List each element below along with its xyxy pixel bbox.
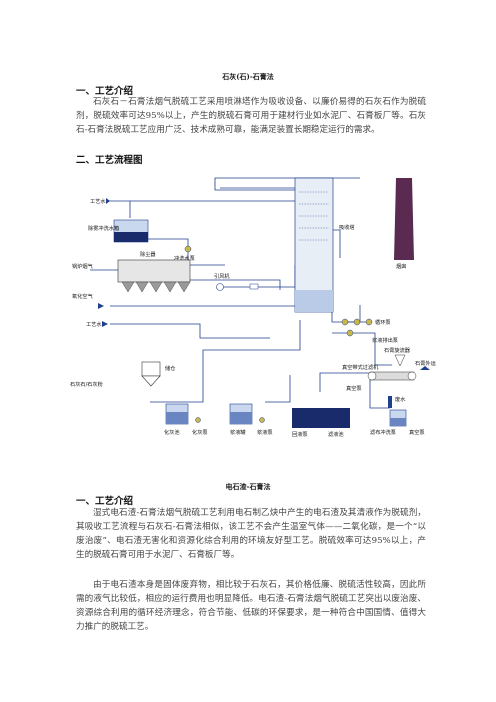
label-flush-pump: 冲洗水泵 (174, 254, 195, 262)
section1-intro-heading: 一、工艺介绍 (76, 86, 134, 97)
label-absorber: 吸收塔 (339, 223, 355, 231)
label-boiler-flue-gas: 锅炉烟气 (72, 262, 93, 270)
section2-paragraph-2: 由于电石渣本身是固体废弃物，相比较于石灰石，其价格低廉、脱硫活性较高，因此所需的… (76, 580, 426, 632)
label-dust-collector: 除尘器 (140, 250, 156, 258)
label-demister-flush-tank: 除雾冲洗水箱 (88, 224, 119, 232)
label-slurry-tank: 浆液罐 (230, 428, 246, 436)
label-induced-fan: 引风机 (214, 272, 230, 280)
label-vacuum-pump-2: 真空泵 (409, 428, 425, 436)
label-chimney: 烟囱 (396, 262, 406, 270)
label-slurry-pump: 浆液泵 (257, 428, 273, 436)
label-oxidation-air: 氧化空气 (72, 292, 93, 300)
section1-intro-paragraph: 石灰石－石膏法烟气脱硫工艺采用喷淋塔作为吸收设备、以廉价易得的石灰石作为脱硫剂，… (76, 97, 426, 135)
label-slaking-tank: 化灰池 (164, 428, 180, 436)
section2-title: 电石渣-石膏法 (225, 482, 271, 491)
label-limestone-powder: 石灰石/石灰粉 (70, 380, 104, 388)
label-gypsum-export: 石膏外运 (415, 359, 437, 367)
label-waste-water: 废水 (395, 395, 406, 403)
label-slaking-pump: 化灰泵 (192, 428, 208, 436)
label-filtrate-tank: 滤液池 (328, 430, 344, 438)
label-slurry-discharge-pump: 浆液排出泵 (372, 336, 398, 344)
label-gypsum-cyclone: 石膏旋流器 (384, 346, 411, 354)
label-return-pump: 回液泵 (292, 430, 308, 438)
label-vacuum-belt-filter: 真空带式过滤机 (342, 363, 379, 371)
label-process-water-top: 工艺水 (90, 197, 106, 205)
label-silo: 储仓 (165, 364, 176, 372)
process-flow-diagram: 工艺水 除雾冲洗水箱 冲洗水泵 除尘器 锅炉烟气 引风机 (70, 170, 440, 442)
label-filter-cloth-pump: 滤布冲洗泵 (370, 428, 396, 436)
label-process-water-mid: 工艺水 (86, 320, 102, 328)
label-circulation-pump: 循环泵 (375, 318, 391, 326)
label-vacuum-pump: 真空泵 (346, 384, 362, 392)
section1-flow-heading: 二、工艺流程图 (76, 155, 143, 166)
section2-intro-heading: 一、工艺介绍 (76, 496, 134, 507)
section1-title: 石灰(石)-石膏法 (222, 72, 274, 81)
section2-paragraph-1: 湿式电石渣-石膏法烟气脱硫工艺利用电石制乙炔中产生的电石渣及其清液作为脱硫剂，其… (76, 508, 426, 560)
